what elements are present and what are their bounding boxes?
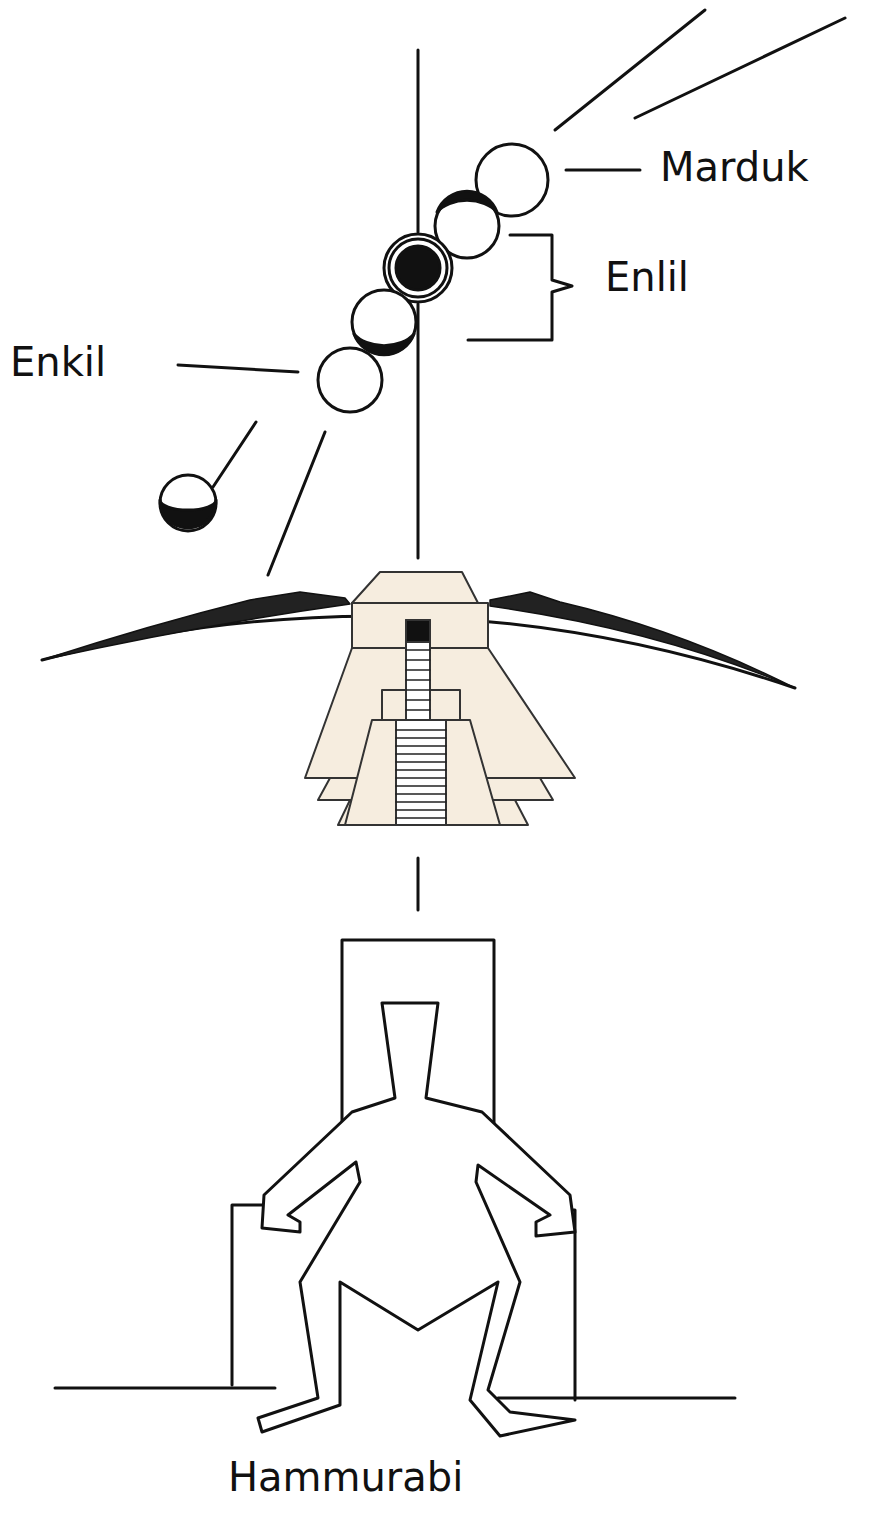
- ground-line: [498, 1397, 735, 1400]
- deity-label: Enlil: [605, 255, 689, 299]
- orbit-stroke: [635, 18, 845, 118]
- axis-line: [417, 858, 420, 910]
- crescent-body: [352, 290, 416, 355]
- orbit-stroke: [268, 432, 325, 575]
- half-body: [160, 475, 216, 531]
- leader-line: [178, 365, 298, 372]
- ziggurat: [305, 572, 575, 825]
- leader-line: [566, 169, 640, 172]
- hills: [42, 592, 350, 660]
- king-label: Hammurabi: [228, 1455, 463, 1499]
- orbit-stroke: [555, 10, 705, 130]
- throne-arm: [548, 1210, 575, 1400]
- hills: [490, 592, 795, 688]
- axis-line: [417, 50, 420, 232]
- axis-line: [417, 304, 420, 558]
- throne-arm: [232, 1205, 262, 1385]
- deity-label: Marduk: [660, 145, 809, 189]
- planet: [318, 348, 382, 412]
- bracket: [468, 235, 572, 340]
- king-figure: [258, 1003, 575, 1436]
- deity-label: Enkil: [10, 340, 106, 384]
- ground-line: [55, 1387, 275, 1390]
- stair-hatching: [396, 650, 446, 818]
- orbit-stroke: [213, 422, 256, 487]
